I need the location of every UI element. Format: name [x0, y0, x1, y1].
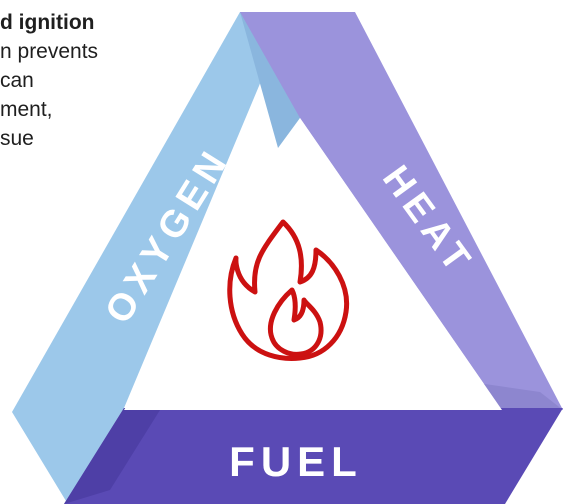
- intro-line: d ignition: [0, 11, 95, 34]
- intro-line: sue: [0, 127, 34, 150]
- oxygen-band: [12, 12, 290, 501]
- heat-band: [240, 12, 563, 410]
- intro-line: ment,: [0, 98, 53, 121]
- intro-paragraph: d ignition n prevents can ment, sue: [0, 8, 170, 153]
- fuel-band: [64, 408, 563, 504]
- intro-line: can: [0, 69, 34, 92]
- fire-icon: [227, 219, 350, 361]
- fuel-band-fold: [64, 408, 160, 504]
- intro-line: n prevents: [0, 40, 99, 63]
- fuel-label: FUEL: [229, 438, 363, 485]
